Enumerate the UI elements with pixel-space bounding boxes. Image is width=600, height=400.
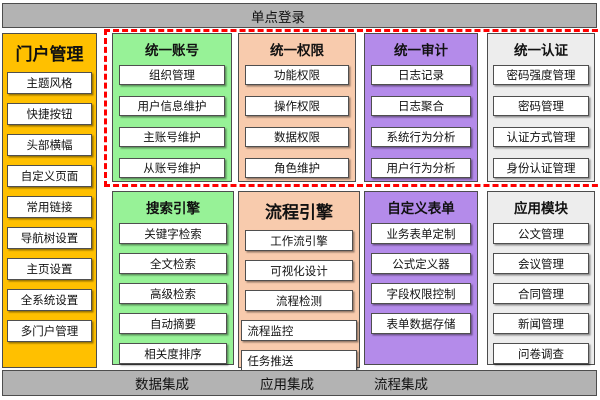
module-item: 全系统设置 bbox=[6, 289, 93, 311]
module-item: 业务表单定制 bbox=[370, 223, 472, 244]
column-items: 公文管理会议管理合同管理新闻管理问卷调查 bbox=[488, 223, 594, 373]
integration-label-data: 数据集成 bbox=[135, 377, 189, 393]
column-process-engine: 流程引擎 工作流引擎可视化设计流程检测流程监控任务推送 bbox=[238, 191, 360, 371]
column-items: 组织管理用户信息维护主账号维护从账号维护 bbox=[113, 65, 231, 189]
module-item: 身份认证管理 bbox=[493, 158, 589, 178]
module-item: 公文管理 bbox=[493, 223, 589, 244]
module-item: 多门户管理 bbox=[6, 320, 93, 342]
module-item: 用户行为分析 bbox=[370, 158, 472, 178]
column-unified-authentication: 统一认证 密码强度管理密码管理认证方式管理身份认证管理 bbox=[487, 33, 595, 182]
module-item: 日志记录 bbox=[370, 65, 472, 85]
column-title: 自定义表单 bbox=[387, 201, 455, 217]
module-item: 角色维护 bbox=[244, 158, 350, 178]
module-item: 高级检索 bbox=[119, 283, 227, 304]
module-item: 可视化设计 bbox=[245, 260, 353, 281]
module-item: 常用链接 bbox=[6, 196, 93, 218]
module-item: 关键字检索 bbox=[119, 223, 227, 244]
module-item: 合同管理 bbox=[493, 283, 589, 304]
column-items: 日志记录日志聚合系统行为分析用户行为分析 bbox=[365, 65, 477, 189]
module-item: 任务推送 bbox=[241, 350, 357, 371]
column-items: 功能权限操作权限数据权限角色维护 bbox=[239, 65, 355, 189]
module-item: 系统行为分析 bbox=[370, 127, 472, 147]
column-portal-management: 门户管理 主题风格快捷按钮头部横幅自定义页面常用链接导航树设置主页设置全系统设置… bbox=[2, 33, 97, 368]
module-item: 字段权限控制 bbox=[370, 283, 472, 304]
module-item: 会议管理 bbox=[493, 253, 589, 274]
module-item: 自定义页面 bbox=[6, 165, 93, 187]
module-item: 主题风格 bbox=[6, 72, 93, 94]
column-title: 流程引擎 bbox=[265, 203, 333, 223]
module-item: 导航树设置 bbox=[6, 227, 93, 249]
column-items: 密码强度管理密码管理认证方式管理身份认证管理 bbox=[488, 65, 594, 189]
column-custom-form: 自定义表单 业务表单定制公式定义器字段权限控制表单数据存储 bbox=[364, 191, 478, 365]
column-items: 工作流引擎可视化设计流程检测流程监控任务推送 bbox=[239, 230, 359, 380]
module-item: 组织管理 bbox=[118, 65, 226, 85]
module-item: 流程检测 bbox=[245, 290, 353, 311]
column-title: 门户管理 bbox=[15, 45, 84, 65]
module-item: 主账号维护 bbox=[118, 127, 226, 147]
column-title: 统一账号 bbox=[145, 43, 199, 59]
module-item: 主页设置 bbox=[6, 258, 93, 280]
module-item: 新闻管理 bbox=[493, 313, 589, 334]
column-app-modules: 应用模块 公文管理会议管理合同管理新闻管理问卷调查 bbox=[487, 191, 595, 365]
column-search-engine: 搜索引擎 关键字检索全文检索高级检索自动摘要相关度排序 bbox=[112, 191, 234, 365]
sso-header-bar: 单点登录 bbox=[2, 3, 597, 28]
unified-platform-dashed-frame bbox=[104, 29, 600, 187]
column-unified-account: 统一账号 组织管理用户信息维护主账号维护从账号维护 bbox=[112, 33, 232, 182]
module-item: 问卷调查 bbox=[493, 343, 589, 364]
column-title: 应用模块 bbox=[514, 201, 568, 217]
module-item: 公式定义器 bbox=[370, 253, 472, 274]
module-item: 功能权限 bbox=[244, 65, 350, 85]
column-items: 主题风格快捷按钮头部横幅自定义页面常用链接导航树设置主页设置全系统设置多门户管理 bbox=[3, 72, 96, 351]
column-items: 业务表单定制公式定义器字段权限控制表单数据存储 bbox=[365, 223, 477, 343]
module-item: 数据权限 bbox=[244, 127, 350, 147]
module-item: 用户信息维护 bbox=[118, 96, 226, 116]
column-title: 统一认证 bbox=[514, 43, 568, 59]
module-item: 认证方式管理 bbox=[493, 127, 589, 147]
module-item: 表单数据存储 bbox=[370, 313, 472, 334]
module-item: 相关度排序 bbox=[119, 343, 227, 364]
column-unified-audit: 统一审计 日志记录日志聚合系统行为分析用户行为分析 bbox=[364, 33, 478, 182]
column-unified-permission: 统一权限 功能权限操作权限数据权限角色维护 bbox=[238, 33, 356, 182]
integration-bar: 数据集成 应用集成 流程集成 bbox=[2, 370, 597, 396]
integration-label-app: 应用集成 bbox=[260, 377, 314, 393]
module-item: 日志聚合 bbox=[370, 96, 472, 116]
module-item: 全文检索 bbox=[119, 253, 227, 274]
module-item: 密码管理 bbox=[493, 96, 589, 116]
column-items: 关键字检索全文检索高级检索自动摘要相关度排序 bbox=[113, 223, 233, 373]
module-item: 工作流引擎 bbox=[245, 230, 353, 251]
module-item: 头部横幅 bbox=[6, 134, 93, 156]
module-item: 自动摘要 bbox=[119, 313, 227, 334]
integration-label-process: 流程集成 bbox=[374, 377, 428, 393]
column-title: 统一权限 bbox=[270, 43, 324, 59]
column-title: 搜索引擎 bbox=[146, 201, 200, 217]
module-item: 密码强度管理 bbox=[493, 65, 589, 85]
sso-title: 单点登录 bbox=[251, 9, 305, 26]
module-item: 从账号维护 bbox=[118, 158, 226, 178]
column-title: 统一审计 bbox=[394, 43, 448, 59]
module-item: 流程监控 bbox=[241, 320, 357, 341]
module-item: 操作权限 bbox=[244, 96, 350, 116]
module-item: 快捷按钮 bbox=[6, 103, 93, 125]
